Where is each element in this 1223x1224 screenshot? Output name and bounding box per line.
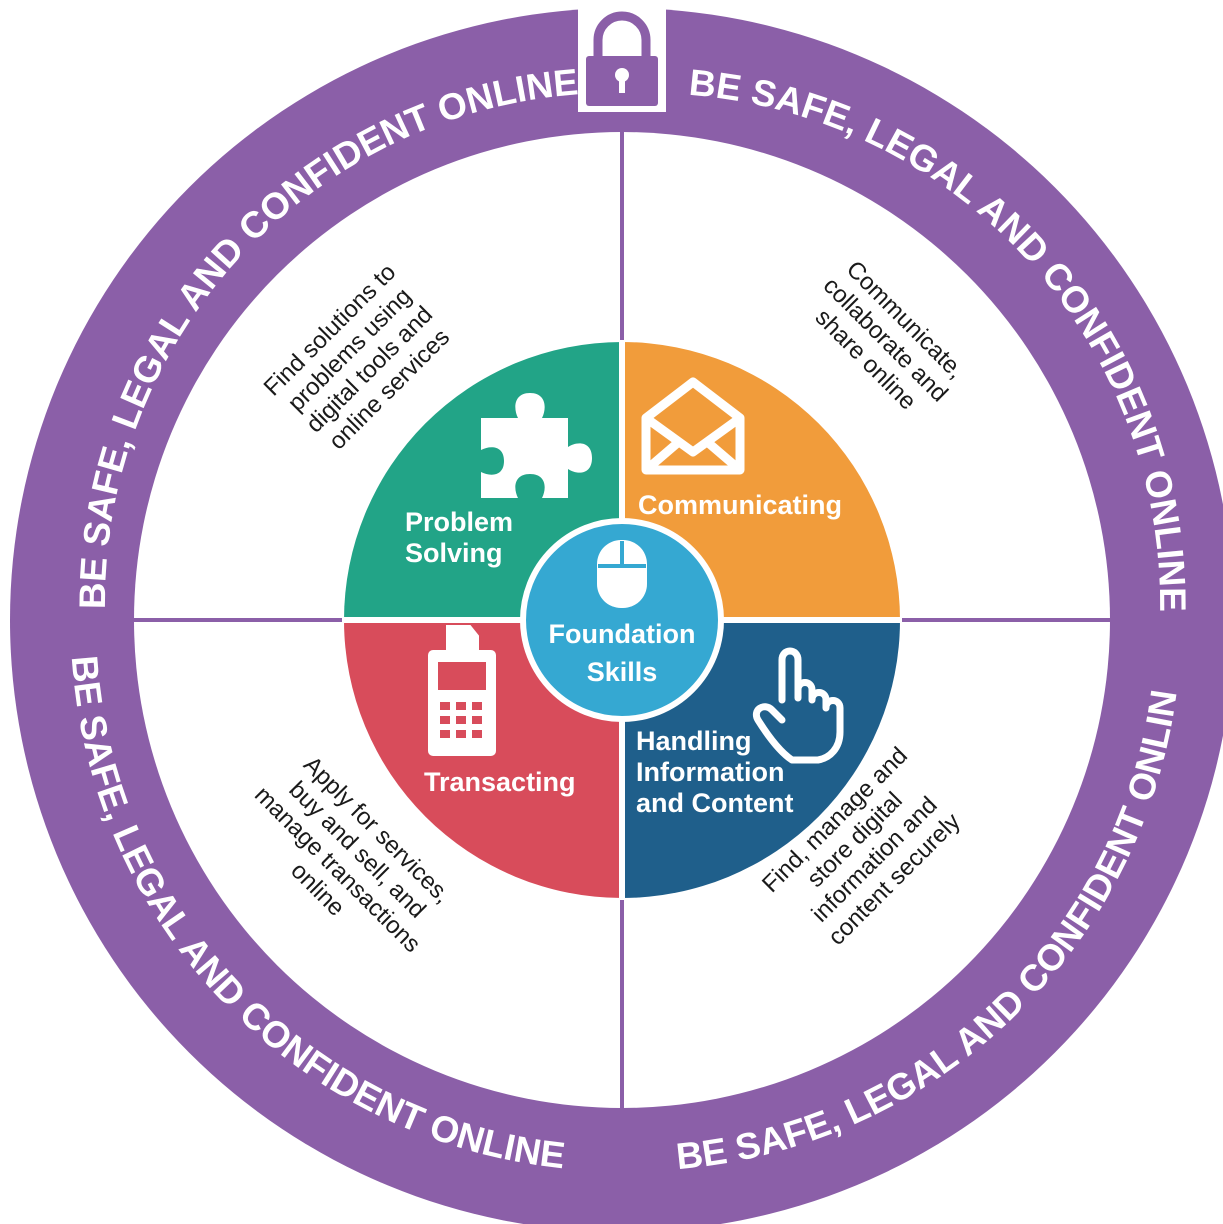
padlock-icon [578, 0, 666, 112]
center-circle [520, 518, 724, 722]
handling-label-line2: Information [636, 757, 785, 787]
pointing-hand-icon [753, 647, 844, 764]
communicating-label: Communicating [638, 490, 842, 520]
transacting-label: Transacting [424, 767, 576, 797]
center-label-line2: Skills [587, 657, 658, 687]
problem-solving-label-line1: Problem [405, 507, 513, 537]
problem-solving-label-line2: Solving [405, 538, 503, 568]
handling-label-line3: and Content [636, 788, 793, 818]
puzzle-piece-icon [481, 393, 592, 498]
center-label-line1: Foundation [549, 619, 696, 649]
open-envelope-icon [641, 377, 745, 475]
problem-solving-description: Find solutions to problems using digital… [259, 259, 455, 455]
handling-label-line1: Handling [636, 726, 752, 756]
computer-mouse-icon [597, 540, 647, 608]
card-terminal-icon [428, 625, 496, 756]
